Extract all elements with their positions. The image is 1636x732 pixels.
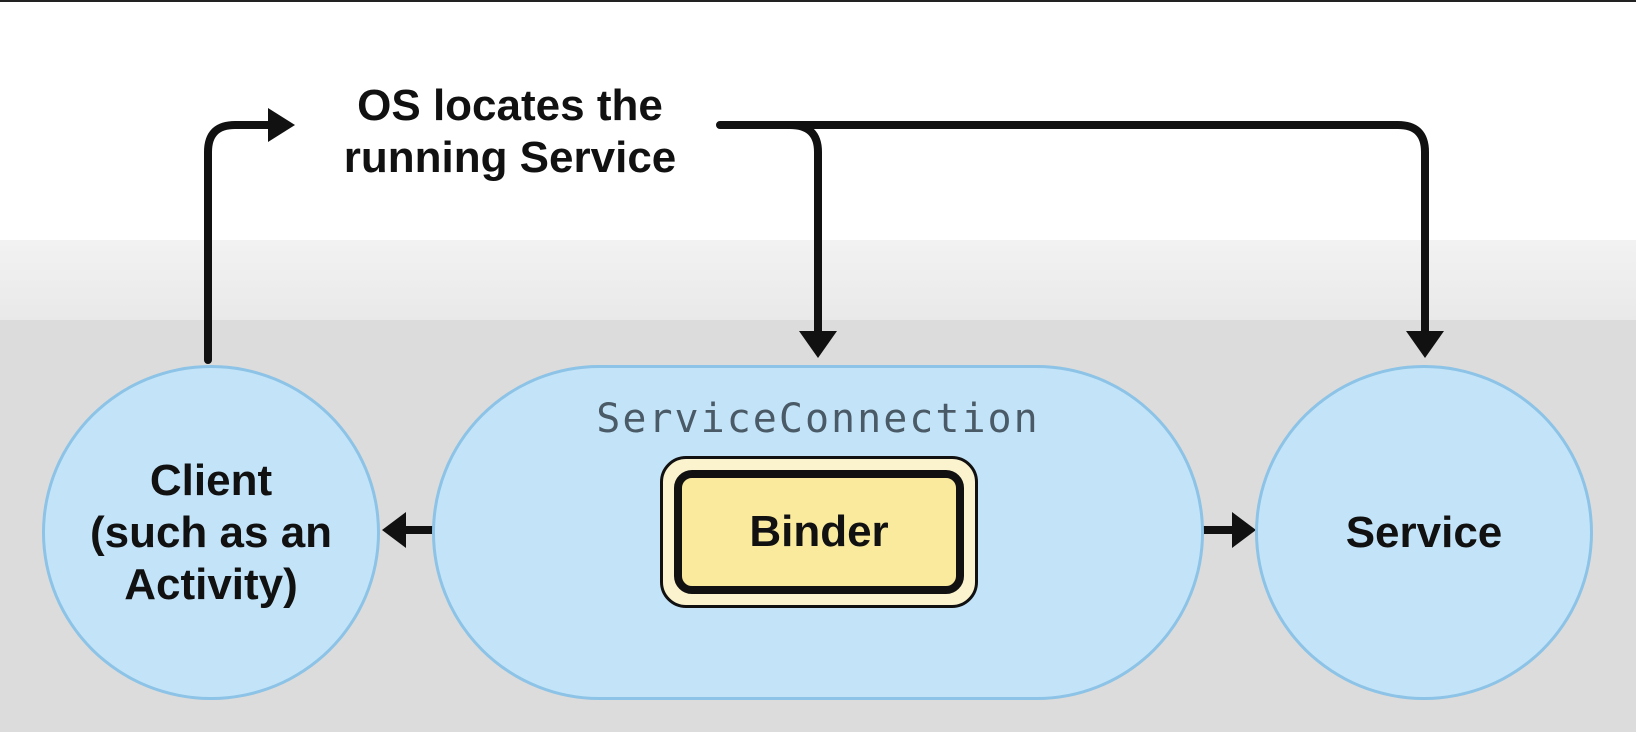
binder-box: Binder [660,456,978,608]
client-label-line2: (such as an [89,507,333,557]
binder-label: Binder [749,507,889,556]
top-rule [0,0,1636,2]
service-connection-label: ServiceConnection [596,396,1040,442]
os-to-service-line [716,121,1429,337]
service-label: Service [1345,507,1503,557]
os-label-line1: OS locates the [357,81,663,130]
arrowhead-service [1406,331,1444,358]
os-label-line2: running Service [343,133,677,182]
client-label: Client (such as an Activity) [90,455,332,611]
arrowhead-os [268,108,295,142]
service-node: Service [1255,365,1593,700]
client-node: Client (such as an Activity) [42,365,380,700]
binder-inner-box: Binder [674,470,964,594]
arrowhead-client [382,512,406,548]
client-to-os-line [204,121,276,364]
arrowhead-connection [799,331,837,358]
client-label-line3: Activity) [124,559,298,609]
os-locates-label: OS locates the running Service [300,80,720,184]
arrowhead-service-left [1232,512,1256,548]
os-to-connection-line [786,121,822,337]
client-label-line1: Client [149,455,273,505]
service-connection-node: ServiceConnection [432,365,1204,700]
